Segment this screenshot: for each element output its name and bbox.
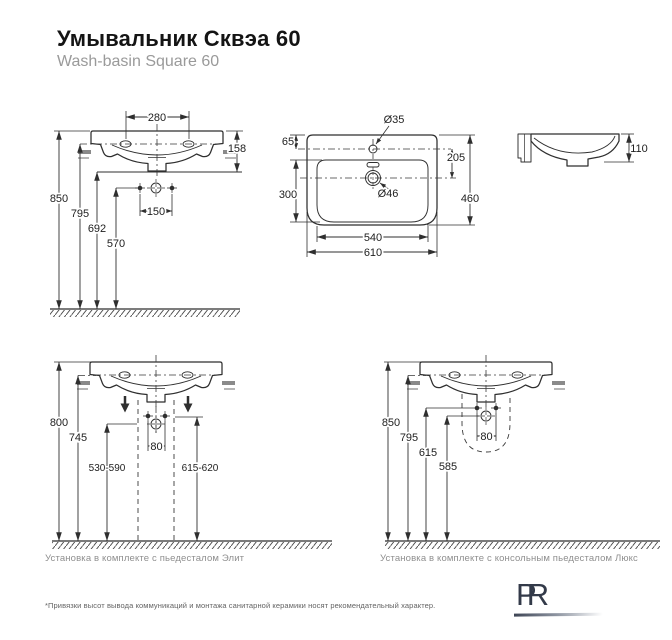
drain-hole-inner [367, 172, 379, 184]
fixing-bolt-right [159, 410, 171, 422]
plan-dim-tap-diameter: Ø35 [384, 114, 405, 126]
plan-dim-drain-diameter: Ø46 [378, 188, 399, 200]
console-pedestal-outline [461, 394, 511, 453]
plan-dim-205: 205 [447, 152, 465, 164]
plan-dim-300: 300 [279, 189, 297, 201]
elit-dim-745: 745 [69, 432, 87, 444]
front-dim-850: 850 [50, 193, 68, 205]
front-dim-rim-height: 158 [228, 143, 246, 155]
logo-letter-p: P [516, 577, 537, 612]
floor-hatch [385, 542, 660, 549]
elit-dim-615-620: 615-620 [182, 463, 219, 474]
brand-logo: PR [514, 577, 636, 624]
tap-hole [368, 144, 378, 154]
front-dim-570: 570 [107, 238, 125, 250]
elit-dim-530-590: 530-590 [89, 463, 126, 474]
wall-bracket [517, 133, 532, 163]
front-view: 280 158 850 795 692 570 150 [48, 110, 248, 317]
caption-pedestal-elit: Установка в комплекте с пьедесталом Элит [45, 553, 245, 564]
outlet-symbol [476, 406, 496, 426]
plan-dim-depth: 460 [461, 193, 479, 205]
page-subtitle: Wash-basin Square 60 [57, 53, 220, 70]
lux-dim-585: 585 [439, 461, 457, 473]
floor-hatch [52, 542, 332, 549]
basin-plan-outline [306, 134, 438, 226]
plan-dim-65: 65 [282, 136, 294, 148]
basin-side-outline [530, 133, 620, 167]
side-dim-height: 110 [630, 143, 648, 155]
logo-letter-r: R [526, 577, 550, 612]
elit-dim-800: 800 [50, 417, 68, 429]
pedestal-elit-view: 80 800 745 530-590 615-620 [48, 353, 332, 549]
logo-swoosh [514, 612, 622, 617]
caption-console-lux: Установка в комплекте с консольным пьеде… [380, 553, 638, 564]
page-title: Умывальник Сквэа 60 [57, 26, 301, 51]
front-dim-width: 280 [148, 112, 166, 124]
footnote: *Привязки высот вывода коммуникаций и мо… [45, 601, 436, 610]
floor-hatch [50, 310, 240, 317]
plan-dim-540: 540 [364, 232, 382, 244]
lux-dim-850: 850 [382, 417, 400, 429]
lux-dim-fixing-span: 80 [480, 431, 492, 443]
lux-dim-615: 615 [419, 447, 437, 459]
drain-hole-outer [365, 170, 381, 186]
fixing-bolt-right [166, 182, 178, 194]
front-dim-692: 692 [88, 223, 106, 235]
side-view: 110 [517, 133, 650, 167]
plan-view: Ø35 65 300 205 460 Ø46 540 610 [277, 112, 481, 261]
basin-front-outline [75, 353, 237, 410]
basin-front-outline [76, 122, 238, 179]
plan-dim-width: 610 [364, 247, 382, 259]
elit-dim-fixing-span: 80 [150, 441, 162, 453]
fixing-bolt-left [142, 410, 154, 422]
lux-dim-795: 795 [400, 432, 418, 444]
front-dim-fixing-span: 150 [147, 206, 165, 218]
outlet-symbol [146, 178, 166, 198]
basin-front-outline [405, 353, 567, 410]
fixing-bolt-left [471, 402, 483, 414]
front-dim-795: 795 [71, 208, 89, 220]
fixing-bolt-right [490, 402, 502, 414]
console-lux-view: 80 850 795 615 585 [380, 353, 660, 549]
basin-bowl-inner [316, 159, 429, 223]
fixing-bolt-left [134, 182, 146, 194]
